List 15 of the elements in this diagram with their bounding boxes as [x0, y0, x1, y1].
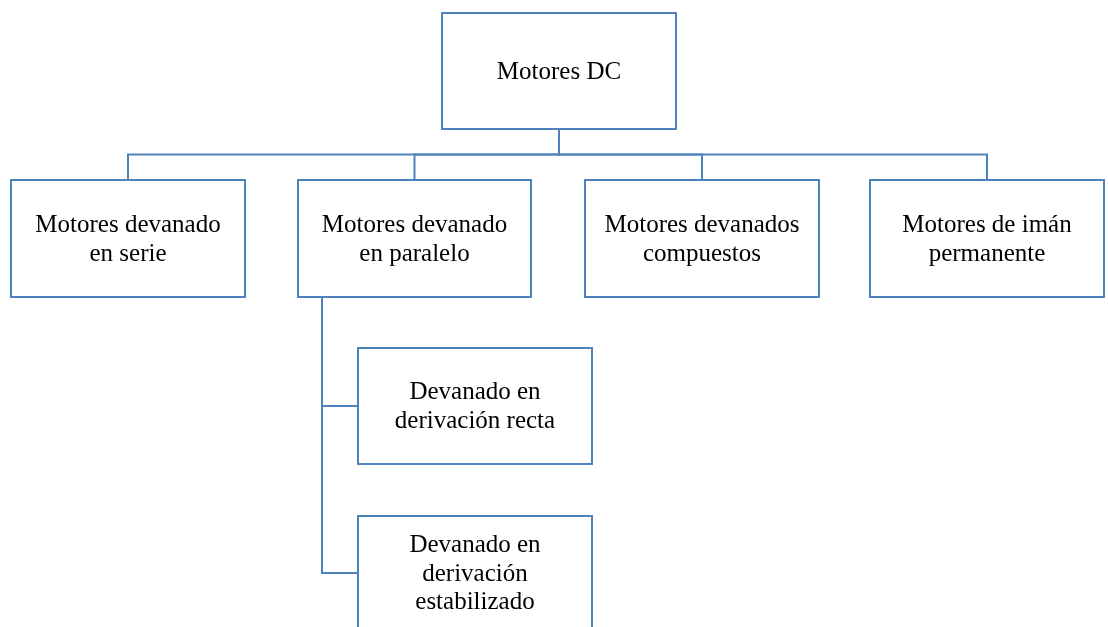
process-box [10, 179, 246, 298]
box-label: Motores devanado en paralelo [320, 209, 509, 268]
process-box [357, 347, 593, 465]
box-label: Devanado en derivación recta [393, 377, 557, 435]
box-label: Motores devanados compuestos [603, 209, 801, 268]
process-box [584, 179, 820, 298]
connector-line [321, 297, 358, 574]
process-box [297, 179, 532, 298]
box-label: Motores devanado en serie [34, 209, 222, 268]
process-box [869, 179, 1105, 298]
box-label: Motores de imán permanente [901, 209, 1073, 268]
box-label: Devanado en derivación estabilizado [408, 529, 542, 617]
box-label: Motores DC [496, 56, 622, 86]
process-box [357, 515, 593, 627]
process-box [441, 12, 677, 130]
